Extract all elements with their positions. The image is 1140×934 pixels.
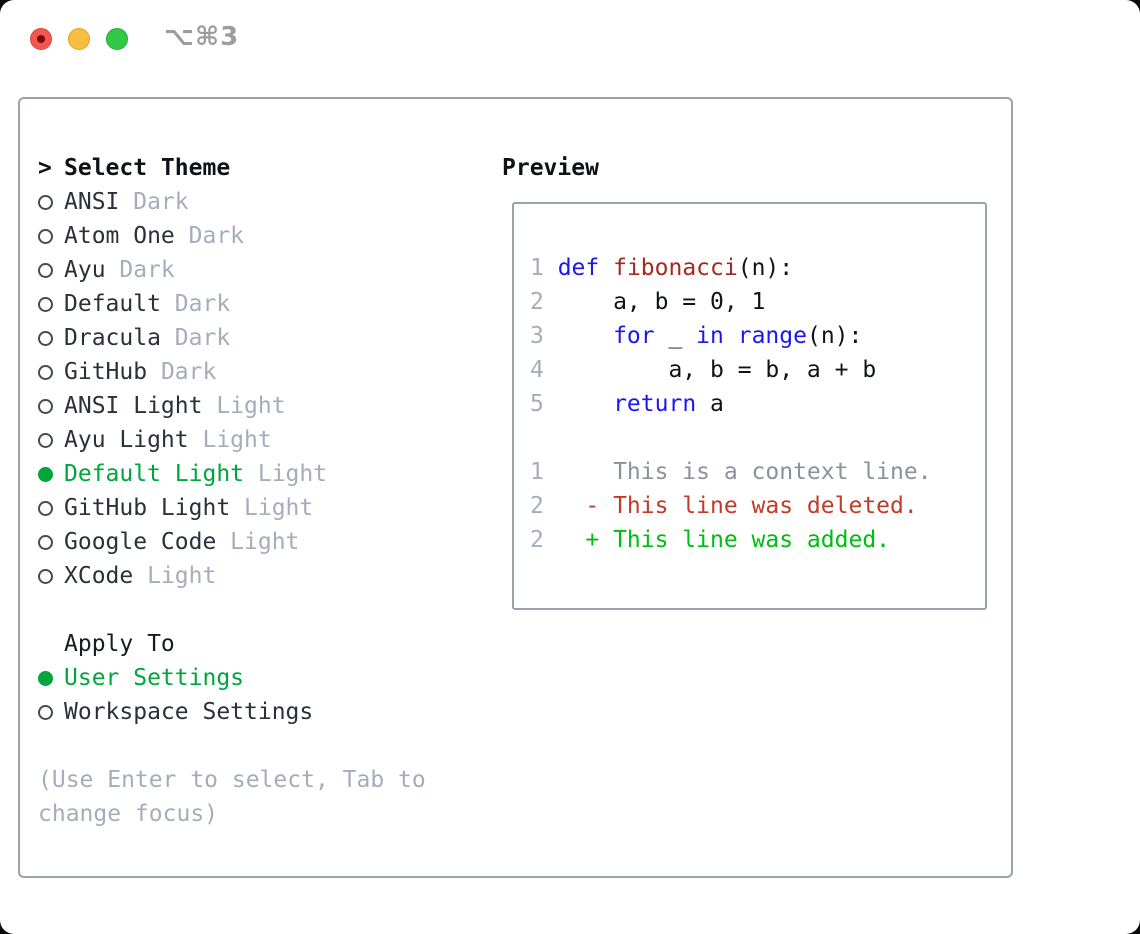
option-label: Atom One	[64, 223, 175, 249]
preview-line	[530, 421, 985, 455]
window-shortcut-label: ⌥⌘3	[164, 22, 240, 52]
option-variant-tag: Light	[230, 529, 300, 555]
preview-line: 2 a, b = 0, 1	[530, 285, 985, 319]
option-label: ANSI Light	[64, 393, 203, 419]
radio-unselected-icon	[38, 296, 53, 312]
apply-to-header: Apply To	[38, 627, 426, 661]
theme-option-atom-one[interactable]: Atom One Dark	[38, 219, 426, 253]
option-label: Dracula	[64, 325, 161, 351]
preview-line: 5 return a	[530, 387, 985, 421]
apply-option-user-settings[interactable]: User Settings	[38, 661, 426, 695]
radio-unselected-icon	[38, 364, 53, 380]
option-label: GitHub Light	[64, 495, 231, 521]
radio-unselected-icon	[38, 194, 53, 210]
preview-line: 2 - This line was deleted.	[530, 489, 985, 523]
option-variant-tag: Dark	[160, 359, 217, 385]
line-number: 1	[530, 459, 544, 485]
minimize-button-icon[interactable]	[68, 28, 90, 50]
line-number: 5	[530, 391, 544, 417]
theme-option-github[interactable]: GitHub Dark	[38, 355, 426, 389]
hint-line-2: change focus)	[38, 801, 219, 827]
option-variant-tag: Light	[202, 427, 272, 453]
preview-line: 3 for _ in range(n):	[530, 319, 985, 353]
option-label: XCode	[64, 563, 134, 589]
line-number: 3	[530, 323, 544, 349]
option-variant-tag: Dark	[174, 325, 231, 351]
option-label: Ayu Light	[64, 427, 189, 453]
radio-unselected-icon	[38, 262, 53, 278]
keyboard-hint: (Use Enter to select, Tab to change focu…	[38, 763, 426, 831]
option-label: Google Code	[64, 529, 217, 555]
option-variant-tag: Dark	[174, 291, 231, 317]
line-number: 2	[530, 493, 544, 519]
option-variant-tag: Dark	[119, 257, 175, 283]
option-label: User Settings	[64, 665, 245, 691]
theme-option-default-light[interactable]: Default Light Light	[38, 457, 426, 491]
option-variant-tag: Light	[216, 393, 286, 419]
option-variant-tag: Light	[147, 563, 217, 589]
option-variant-tag: Dark	[133, 189, 189, 215]
preview-line: 1 This is a context line.	[530, 455, 985, 489]
theme-list-title: Select Theme	[64, 155, 231, 181]
theme-option-xcode[interactable]: XCode Light	[38, 559, 426, 593]
radio-unselected-icon	[38, 534, 53, 550]
line-number: 2	[530, 527, 544, 553]
option-label: Ayu	[64, 257, 106, 283]
zoom-button-icon[interactable]	[106, 28, 128, 50]
option-label: Default Light	[64, 461, 245, 487]
traffic-lights	[30, 28, 128, 50]
option-label: ANSI	[64, 189, 120, 215]
selection-prompt: >	[38, 155, 52, 181]
theme-option-google-code[interactable]: Google Code Light	[38, 525, 426, 559]
radio-unselected-icon	[38, 398, 53, 414]
radio-unselected-icon	[38, 500, 53, 516]
preview-line: 4 a, b = b, a + b	[530, 353, 985, 387]
close-button-icon[interactable]	[30, 28, 52, 50]
radio-unselected-icon	[38, 704, 53, 720]
theme-option-ansi-light[interactable]: ANSI Light Light	[38, 389, 426, 423]
preview-title: Preview	[502, 155, 599, 181]
apply-option-workspace-settings[interactable]: Workspace Settings	[38, 695, 426, 729]
theme-option-github-light[interactable]: GitHub Light Light	[38, 491, 426, 525]
theme-option-ansi[interactable]: ANSI Dark	[38, 185, 426, 219]
line-number: 1	[530, 255, 544, 281]
radio-unselected-icon	[38, 568, 53, 584]
option-label: Default	[64, 291, 161, 317]
theme-option-ayu-light[interactable]: Ayu Light Light	[38, 423, 426, 457]
preview-line: 2 + This line was added.	[530, 523, 985, 557]
radio-unselected-icon	[38, 330, 53, 346]
option-variant-tag: Dark	[188, 223, 245, 249]
option-variant-tag: Light	[257, 461, 328, 487]
radio-unselected-icon	[38, 228, 53, 244]
apply-to-title: Apply To	[64, 631, 175, 657]
theme-option-dracula[interactable]: Dracula Dark	[38, 321, 426, 355]
option-variant-tag: Light	[244, 495, 314, 521]
option-label: Workspace Settings	[64, 699, 314, 725]
theme-list-header: > Select Theme	[38, 151, 426, 185]
hint-line-1: (Use Enter to select, Tab to	[38, 767, 426, 793]
radio-selected-icon	[38, 670, 53, 686]
theme-option-ayu[interactable]: Ayu Dark	[38, 253, 426, 287]
theme-option-default[interactable]: Default Dark	[38, 287, 426, 321]
radio-selected-icon	[38, 466, 53, 482]
radio-unselected-icon	[38, 432, 53, 448]
option-label: GitHub	[64, 359, 148, 385]
line-number: 4	[530, 357, 544, 383]
line-number: 2	[530, 289, 544, 315]
